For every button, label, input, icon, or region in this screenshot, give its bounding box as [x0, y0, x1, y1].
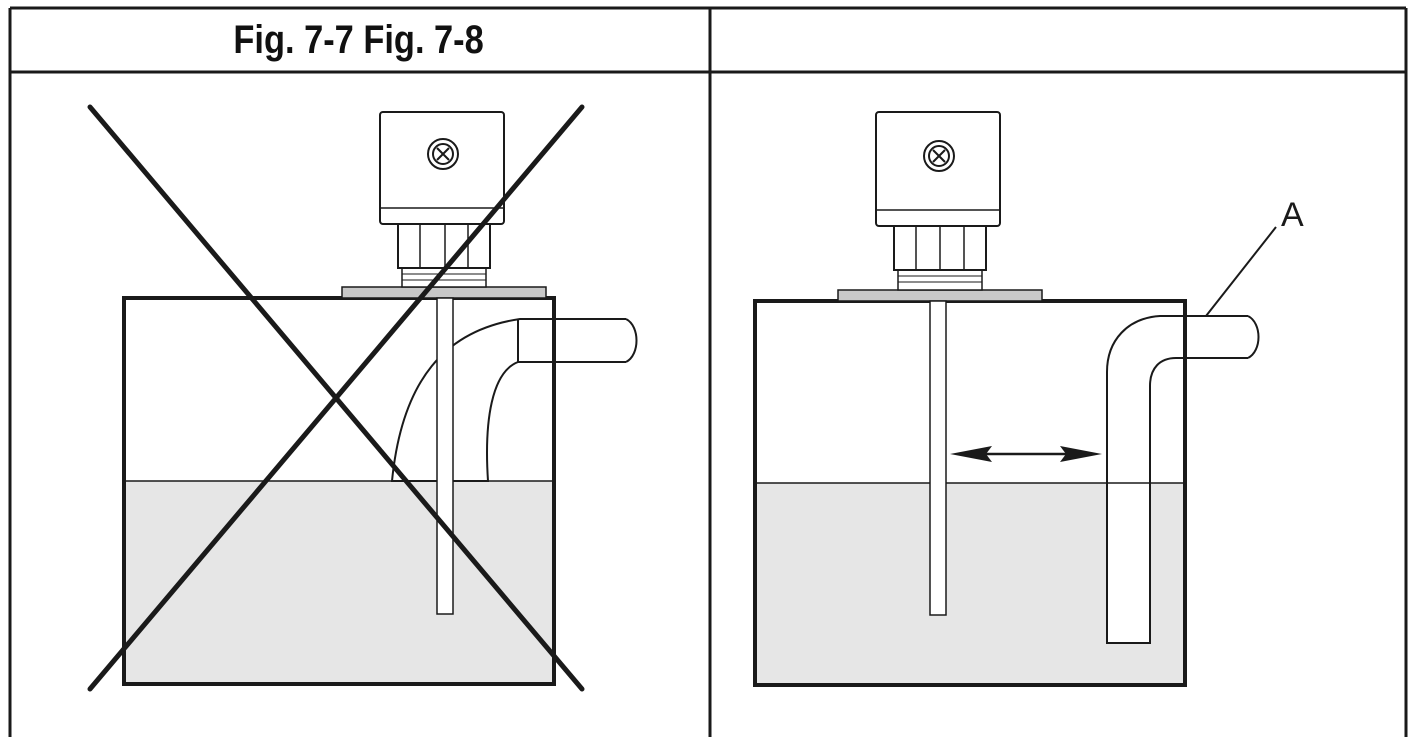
figure-header-title: Fig. 7-7 Fig. 7-8	[233, 17, 485, 62]
left-figure	[87, 104, 638, 692]
distance-arrow-icon	[950, 446, 1102, 462]
right-inlet-pipe	[1106, 315, 1248, 644]
right-flange	[837, 289, 1043, 302]
left-liquid	[124, 481, 554, 684]
right-pipe-end	[1247, 315, 1260, 359]
callout-label-a: A	[1281, 196, 1304, 234]
left-flange	[341, 286, 547, 299]
callout-leader-line	[1205, 226, 1277, 317]
cross-out-icon	[87, 104, 585, 692]
right-figure: A	[753, 111, 1304, 687]
left-probe-rod	[436, 297, 454, 615]
header-cell-left: Fig. 7-7 Fig. 7-8	[10, 8, 708, 72]
table-grid	[8, 6, 1408, 737]
right-probe-rod	[929, 300, 947, 616]
left-connector-icon	[427, 138, 459, 170]
right-connector-icon	[923, 140, 955, 172]
left-pipe-end	[625, 318, 638, 363]
left-inlet-pipe	[390, 318, 626, 482]
right-thread	[897, 269, 983, 291]
header-cell-right	[712, 8, 1404, 72]
